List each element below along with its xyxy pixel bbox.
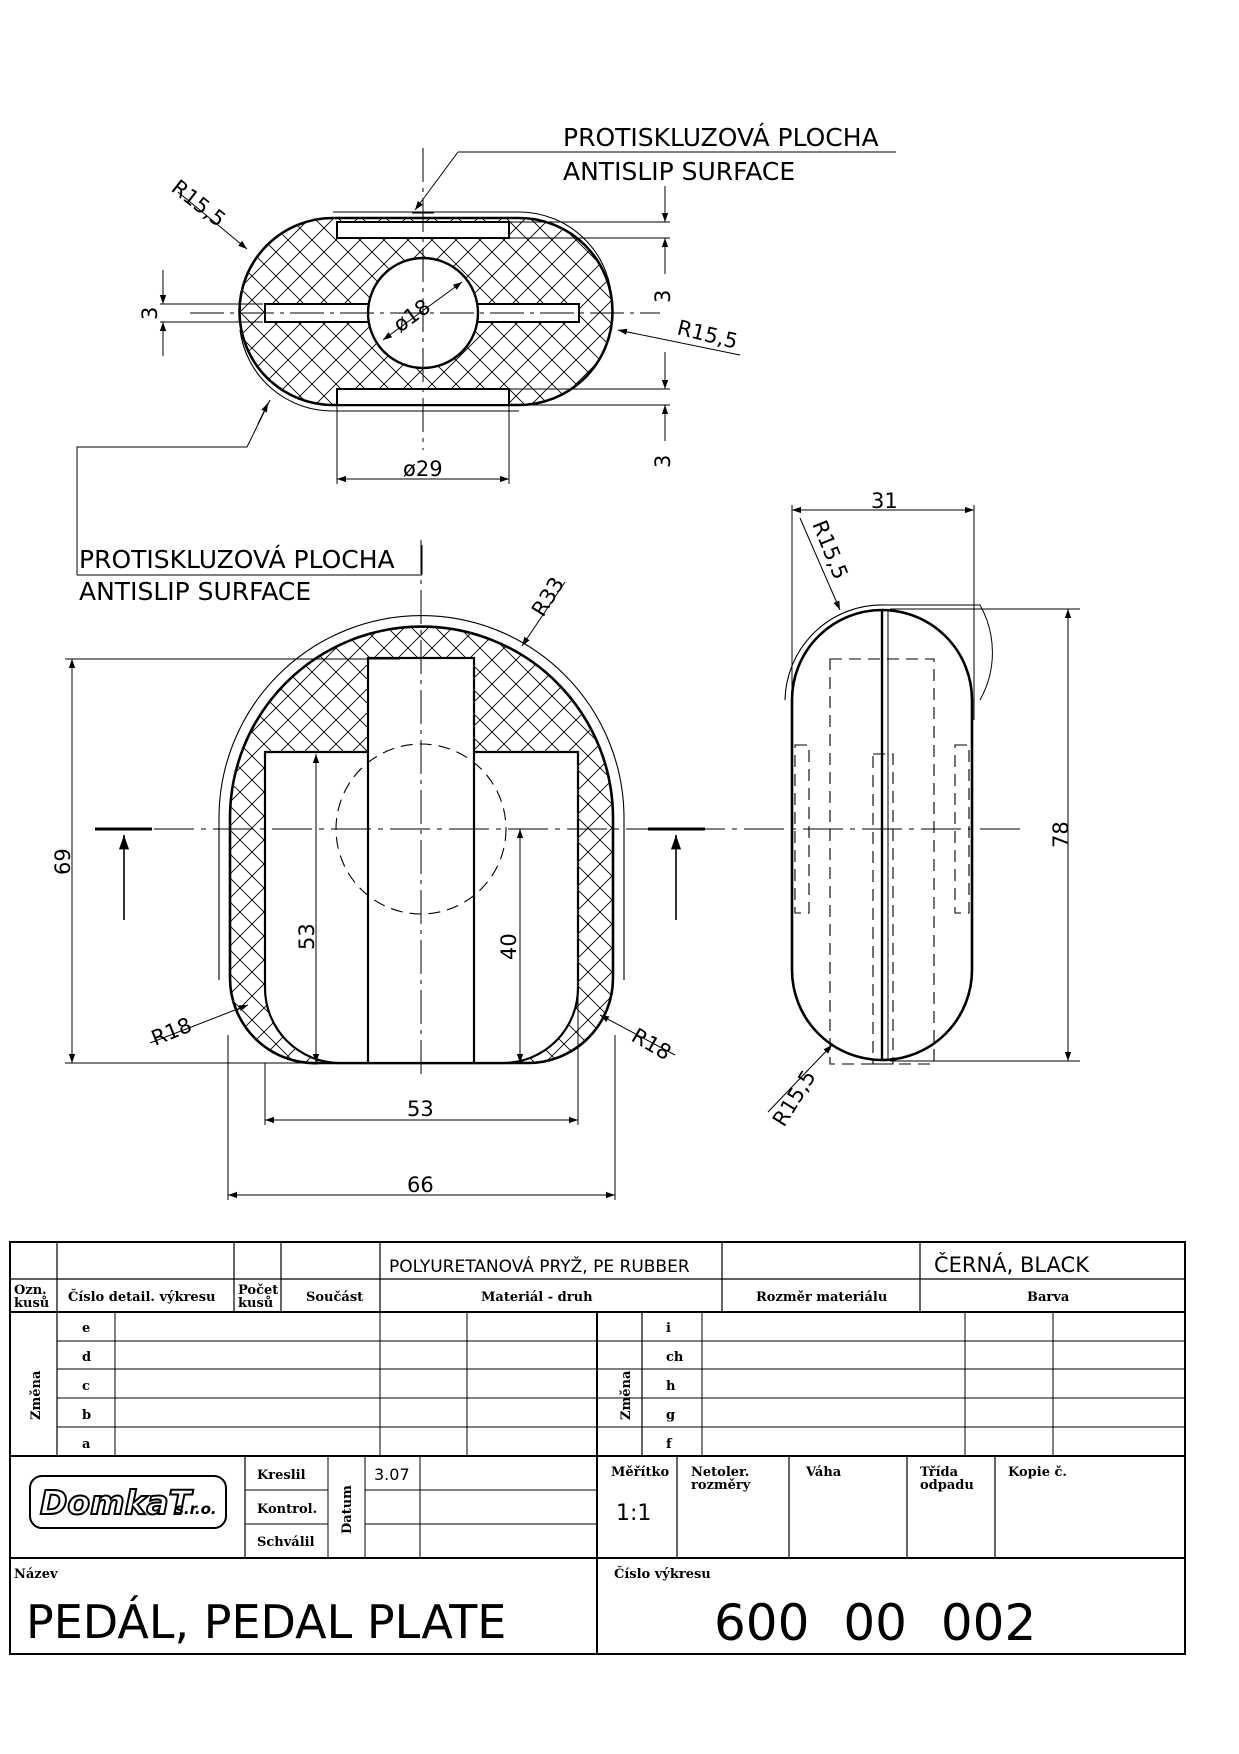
zmena-right: Změna: [619, 1370, 634, 1420]
revision-label: g: [666, 1408, 675, 1423]
label-kontrol: Kontrol.: [257, 1502, 317, 1517]
dim-front-inner-h: 53: [295, 923, 319, 950]
dim-side-width: 31: [871, 489, 898, 513]
note-top-line2: ANTISLIP SURFACE: [563, 157, 795, 186]
scale-value: 1:1: [616, 1501, 651, 1526]
revision-label: e: [82, 1321, 90, 1336]
dim-front-center-h: 40: [497, 933, 521, 960]
dim-top-slot-left: 3: [138, 307, 162, 320]
dim-front-r-top: R33: [527, 573, 569, 621]
label-kreslil: Kreslil: [257, 1468, 306, 1483]
dim-top-slot-bottom: 3: [651, 455, 675, 468]
revision-label: c: [82, 1379, 90, 1394]
drawing-number: 600 00 002: [714, 1594, 1036, 1652]
revision-label: h: [666, 1379, 676, 1394]
logo-suffix: s.r.o.: [175, 1500, 217, 1518]
zmena-left: Změna: [29, 1370, 44, 1420]
front-view: 69 53 40 R33 R18 R18 53 66: [51, 540, 1020, 1200]
dim-top-r-left: R15,5: [167, 175, 230, 232]
label-trida: Třída: [920, 1465, 959, 1480]
label-cislo-vykresu: Číslo výkresu: [614, 1565, 711, 1582]
revision-label: i: [666, 1321, 671, 1336]
dim-front-height: 69: [51, 848, 75, 875]
label-nazev: Název: [14, 1567, 58, 1582]
header-material: Materiál - druh: [481, 1290, 593, 1305]
drawing-title: PEDÁL, PEDAL PLATE: [26, 1595, 506, 1649]
note-top-line1: PROTISKLUZOVÁ PLOCHA: [563, 123, 879, 152]
label-vaha: Váha: [805, 1465, 842, 1480]
header-cislo: Číslo detail. výkresu: [68, 1288, 215, 1305]
header-kusu: kusů: [14, 1296, 49, 1311]
header-ozn: Ozn.: [14, 1283, 47, 1298]
top-view-antislip-outline: [333, 211, 613, 306]
dim-side-height: 78: [1049, 821, 1073, 848]
label-datum: Datum: [340, 1485, 355, 1534]
title-block: [9, 1241, 1186, 1655]
dim-front-r-br: R18: [628, 1024, 676, 1065]
revision-label: d: [82, 1350, 91, 1365]
label-odpadu: odpadu: [920, 1478, 974, 1493]
revision-label: b: [82, 1408, 91, 1423]
revision-label: a: [82, 1437, 91, 1452]
dim-top-width: ø29: [403, 457, 443, 481]
label-schvalil: Schválil: [257, 1535, 315, 1550]
top-view: ø18 ø29 3 3 3 R15,5 R15,5 PROTISKLU: [76, 123, 896, 575]
logo-text: DomkaT: [40, 1483, 194, 1522]
header-rozmer: Rozměr materiálu: [756, 1290, 887, 1305]
label-rozmery: rozměry: [691, 1478, 751, 1493]
dim-front-width: 66: [407, 1173, 434, 1197]
note-left-line1: PROTISKLUZOVÁ PLOCHA: [79, 545, 395, 574]
side-view: 31 78 R15,5 R15,5: [767, 489, 1080, 1131]
revision-label: ch: [666, 1350, 684, 1365]
material-value: POLYURETANOVÁ PRYŽ, PE RUBBER: [389, 1255, 690, 1277]
label-kopie: Kopie č.: [1008, 1465, 1067, 1480]
dim-front-inner-w: 53: [407, 1097, 434, 1121]
dim-side-r-bottom: R15,5: [768, 1066, 821, 1131]
note-left-line2: ANTISLIP SURFACE: [79, 577, 311, 606]
title-block-text: POLYURETANOVÁ PRYŽ, PE RUBBER ČERNÁ, BLA…: [14, 1252, 1090, 1652]
label-meritko: Měřítko: [611, 1465, 669, 1480]
header-soucast: Součást: [306, 1290, 363, 1305]
date-value: 3.07: [374, 1465, 410, 1484]
header-pocet-kusu: kusů: [238, 1296, 273, 1311]
revision-label: f: [666, 1437, 673, 1452]
header-barva: Barva: [1027, 1290, 1070, 1305]
label-netoler: Netoler.: [691, 1465, 749, 1480]
color-value: ČERNÁ, BLACK: [934, 1252, 1090, 1277]
header-pocet: Počet: [238, 1283, 278, 1298]
dim-top-slot-right: 3: [651, 290, 675, 303]
dim-front-r-bl: R18: [148, 1013, 195, 1051]
note-left: PROTISKLUZOVÁ PLOCHA ANTISLIP SURFACE: [77, 545, 423, 606]
